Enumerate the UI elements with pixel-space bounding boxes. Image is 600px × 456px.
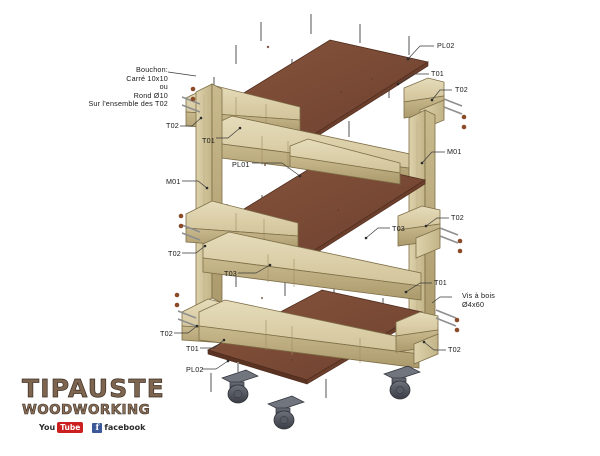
caster-wheel-front-right: [267, 395, 305, 430]
part-label-t02-midleft: T02: [168, 249, 181, 258]
facebook-word: facebook: [104, 423, 146, 432]
fastener-cluster-mid-right: [439, 227, 463, 254]
screw-note: Vis à bois Ø4x60: [462, 291, 496, 309]
brand-logo: TIPAUSTE WOODWORKING You Tube f facebook: [22, 374, 172, 442]
part-label-t03-right: T03: [392, 224, 405, 233]
plug-note: Bouchon: Carré 10x10 ou Rond Ø10 Sur l'e…: [24, 65, 168, 109]
fastener-cluster-bot-left: [174, 292, 197, 327]
screw-note-line2: Ø4x60: [462, 299, 485, 309]
facebook-icon: f: [92, 422, 103, 433]
part-label-t01-botleft: T01: [186, 344, 199, 353]
fastener-cluster-top-left: [181, 86, 201, 113]
plug-note-line3: ou: [159, 82, 168, 92]
plug-note-line5: Sur l'ensemble des T02: [88, 99, 168, 109]
plug-note-line1: Bouchon:: [136, 65, 168, 74]
logo-sub-text: WOODWORKING: [22, 402, 151, 418]
part-label-t01-topleft: T01: [202, 136, 215, 145]
part-label-t01-top: T01: [431, 69, 444, 78]
part-label-m01-right: M01: [447, 147, 462, 156]
plug-note-line4: Rond Ø10: [133, 90, 168, 100]
part-label-t02-botright: T02: [448, 345, 461, 354]
crossbeam-mid-rear: [289, 138, 401, 185]
youtube-badge[interactable]: You Tube: [39, 422, 84, 433]
youtube-word: You: [39, 423, 56, 432]
part-label-t02-topright: T02: [455, 85, 468, 94]
caster-wheel-front-left: [221, 362, 259, 404]
leader-line-group: [167, 45, 452, 370]
caster-wheel-rear-right: [383, 365, 421, 400]
part-label-t01-botright: T01: [434, 278, 447, 287]
part-label-pl01-mid: PL01: [232, 160, 250, 169]
part-label-t02-botleft: T02: [160, 329, 173, 338]
plug-note-line2: Carré 10x10: [126, 73, 168, 83]
frame-rail-bot-front: [198, 299, 420, 369]
part-label-t03-left: T03: [224, 269, 237, 278]
frame-rail-mid-front: [202, 231, 422, 301]
leader-dot-group: [195, 57, 434, 363]
fastener-cluster-bot-right: [435, 309, 460, 333]
logo-main-text: TIPAUSTE: [22, 374, 165, 403]
fastener-cluster-top-right: [443, 98, 467, 130]
facebook-badge[interactable]: f facebook: [92, 422, 146, 433]
social-badges: You Tube f facebook: [39, 422, 172, 433]
screw-note-line1: Vis à bois: [462, 291, 496, 300]
part-label-t02-topleft: T02: [166, 121, 179, 130]
part-label-m01-left: M01: [166, 177, 181, 186]
part-label-pl02-bot: PL02: [186, 365, 204, 374]
frame-rail-mid-right: [397, 205, 441, 259]
part-label-t02-midright: T02: [451, 213, 464, 222]
fastener-cluster-mid-left: [178, 213, 201, 241]
frame-rail-bot-right: [395, 311, 439, 365]
youtube-icon: Tube: [57, 422, 84, 433]
part-label-pl02-top: PL02: [437, 41, 455, 50]
